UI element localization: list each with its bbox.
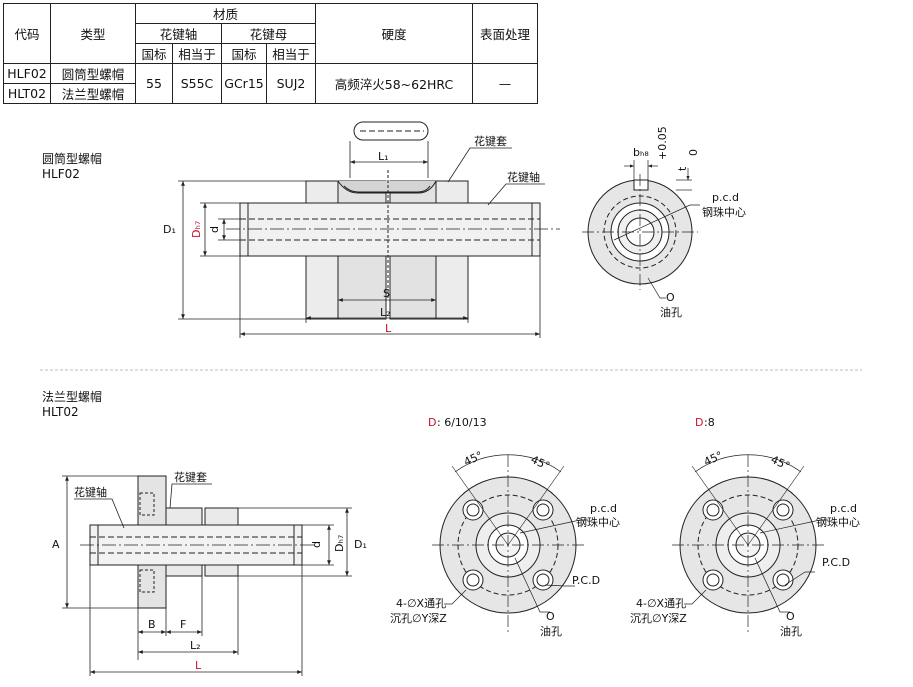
dim-D1: D₁: [354, 538, 367, 551]
spec-table: 代码 类型 材质 硬度 表面处理 花键轴 花键母 国标 相当于 国标 相当于 H…: [3, 3, 538, 104]
hlt02-code: HLT02: [42, 405, 79, 419]
dim-A: A: [52, 538, 60, 551]
label-pcd: p.c.d: [830, 502, 857, 515]
hlt02-side-view: [80, 475, 315, 609]
angle-left: 45°: [702, 449, 725, 469]
label-hole-note2: 沉孔∅Y深Z: [390, 612, 447, 625]
label-ball-center: 钢珠中心: [702, 205, 746, 219]
label-PCD: P.C.D: [822, 556, 850, 569]
label-O: O: [666, 291, 675, 304]
header-code: 代码: [3, 3, 51, 64]
hlt02-title: 法兰型螺帽: [42, 390, 103, 404]
row-type: 法兰型螺帽: [50, 83, 136, 104]
label-ball-center: 钢珠中心: [576, 515, 620, 529]
label-ball-center: 钢珠中心: [816, 515, 860, 529]
dim-D1: D₁: [163, 223, 176, 236]
label-hole-note1: 4-∅X通孔: [396, 597, 446, 610]
label-hole-note2: 沉孔∅Y深Z: [630, 612, 687, 625]
variant2-prefix: D: [695, 416, 703, 429]
label-pcd: p.c.d: [590, 502, 617, 515]
hlf02-title: 圆筒型螺帽: [42, 152, 103, 166]
cell-nut-gb: GCr15: [221, 63, 267, 104]
variant2-values: :8: [704, 416, 715, 429]
header-eq-shaft: 相当于: [172, 43, 222, 64]
cell-nut-eq: SUJ2: [266, 63, 316, 104]
header-type: 类型: [50, 3, 136, 64]
label-oil-hole: 油孔: [660, 305, 682, 319]
dim-t-tol: +0.05: [656, 126, 669, 160]
angle-right: 45°: [529, 453, 552, 473]
label-shaft: 花键轴: [74, 485, 107, 499]
label-shaft: 花键轴: [507, 170, 540, 184]
dim-d: d: [310, 541, 323, 548]
key-top-view: [353, 121, 429, 141]
label-sleeve: 花键套: [474, 134, 507, 148]
hlf02-end-view: [582, 160, 700, 299]
label-sleeve: 花键套: [174, 470, 207, 484]
header-eq-nut: 相当于: [266, 43, 316, 64]
label-PCD: P.C.D: [572, 574, 600, 587]
label-O: O: [786, 610, 795, 623]
variant1-values: : 6/10/13: [437, 416, 487, 429]
label-pcd: p.c.d: [712, 191, 739, 204]
header-surface: 表面处理: [472, 3, 538, 64]
dim-bH8: bₕ₈: [633, 146, 649, 159]
dim-L: L: [385, 322, 392, 335]
hlf02-code: HLF02: [42, 167, 80, 181]
angle-right: 45°: [769, 453, 792, 473]
cell-shaft-gb: 55: [135, 63, 173, 104]
dim-Dh7: Dₕ₇: [190, 221, 203, 238]
spline-shaft: [239, 202, 541, 257]
dim-L: L: [195, 659, 202, 672]
row-code: HLF02: [3, 63, 51, 84]
dim-L2: L₂: [380, 306, 391, 319]
row-type: 圆筒型螺帽: [50, 63, 136, 84]
label-oil-hole: 油孔: [780, 624, 802, 638]
label-hole-note1: 4-∅X通孔: [636, 597, 686, 610]
dim-t-tol2: 0: [687, 149, 700, 156]
dim-L2: L₂: [190, 639, 201, 652]
cell-surface: —: [472, 63, 538, 104]
hlf02-side-view: [226, 170, 560, 320]
dim-d: d: [208, 226, 221, 233]
hlt02-end-view-a: [432, 454, 588, 632]
label-oil-hole: 油孔: [540, 624, 562, 638]
variant1-prefix: D: [428, 416, 436, 429]
hlt02-end-view-b: [672, 454, 828, 632]
header-nut: 花键母: [221, 23, 316, 44]
row-code: HLT02: [3, 83, 51, 104]
dim-Dh7: Dₕ₇: [333, 535, 346, 552]
dim-L1: L₁: [378, 150, 389, 163]
dim-F: F: [180, 618, 186, 631]
dim-B: B: [148, 618, 156, 631]
dim-S: S: [383, 287, 390, 300]
label-O: O: [546, 610, 555, 623]
cell-hardness: 高频淬火58~62HRC: [315, 63, 473, 104]
dim-t: t: [676, 166, 689, 171]
angle-left: 45°: [462, 449, 485, 469]
